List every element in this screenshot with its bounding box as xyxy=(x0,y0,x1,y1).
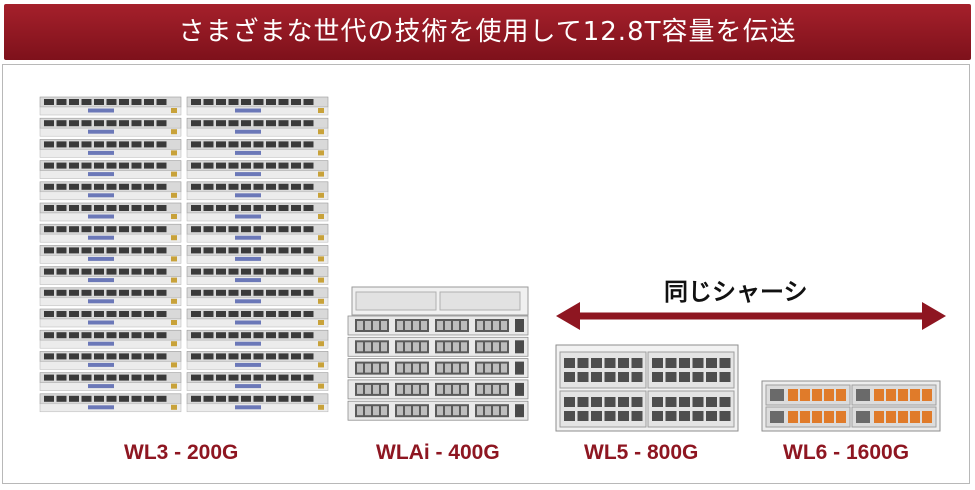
wl5-module xyxy=(559,390,647,428)
wl5-module xyxy=(647,351,735,389)
wlai-label: WLAi - 400G xyxy=(376,441,500,464)
arrow-left-head xyxy=(556,302,580,330)
arrow-right-head xyxy=(922,302,946,330)
same-chassis-label: 同じシャーシ xyxy=(664,278,808,306)
wl3-label: WL3 - 200G xyxy=(124,441,239,464)
wl5-module xyxy=(559,351,647,389)
wl6-label: WL6 - 1600G xyxy=(783,441,910,464)
page-title-banner: さまざまな世代の技術を使用して12.8T容量を伝送 xyxy=(4,4,971,60)
wl5-label: WL5 - 800G xyxy=(584,441,699,464)
wl5-module xyxy=(647,390,735,428)
